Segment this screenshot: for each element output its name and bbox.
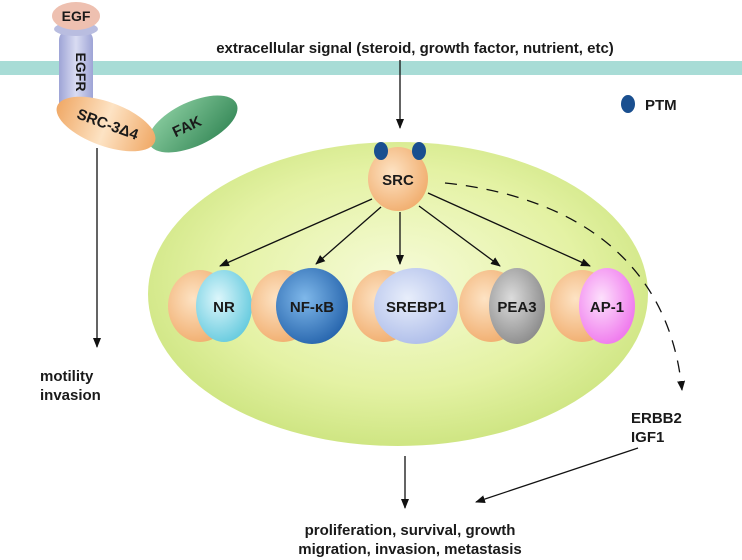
invasion-label: invasion — [40, 387, 101, 404]
src3-delta4-protein — [56, 96, 156, 152]
cell-membrane — [0, 61, 742, 75]
ptm-legend-label: PTM — [645, 97, 677, 114]
ap1-label: AP-1 — [590, 299, 624, 316]
arrow-src-ap1 — [427, 192, 591, 267]
dashed-arrow-targets — [444, 182, 686, 391]
srebp1-label: SREBP1 — [386, 299, 446, 316]
egfr-label: EGFR — [73, 53, 89, 92]
src-protein — [368, 147, 428, 211]
ptm-legend-icon — [621, 95, 635, 113]
ptm-dot-right — [412, 142, 426, 160]
fak-protein — [148, 95, 238, 153]
pea3-protein — [489, 268, 545, 344]
arrow-targets-outcome — [475, 447, 639, 503]
igf1-label: IGF1 — [631, 429, 664, 446]
arrow-src-nr — [219, 198, 373, 267]
nr-protein — [196, 270, 252, 342]
nfkb-protein — [276, 268, 348, 344]
arrow-src-nfkb — [315, 206, 382, 265]
egfr-receptor — [59, 30, 93, 116]
src-label: SRC — [382, 172, 414, 189]
outcome-line2: migration, invasion, metastasis — [298, 541, 521, 558]
ap1-protein — [579, 268, 635, 344]
ptm-dot-left — [374, 142, 388, 160]
nr-label: NR — [213, 299, 235, 316]
signal-label: extracellular signal (steroid, growth fa… — [216, 40, 614, 57]
egf-label: EGF — [62, 8, 91, 24]
arrow-src-pea3 — [418, 205, 501, 267]
pea3-label: PEA3 — [497, 299, 536, 316]
srebp1-protein — [374, 268, 458, 344]
nfkb-label: NF-κB — [290, 299, 334, 316]
motility-label: motility — [40, 368, 94, 385]
egf-ligand — [52, 2, 100, 30]
outcome-line1: proliferation, survival, growth — [305, 522, 516, 539]
erbb2-label: ERBB2 — [631, 410, 682, 427]
